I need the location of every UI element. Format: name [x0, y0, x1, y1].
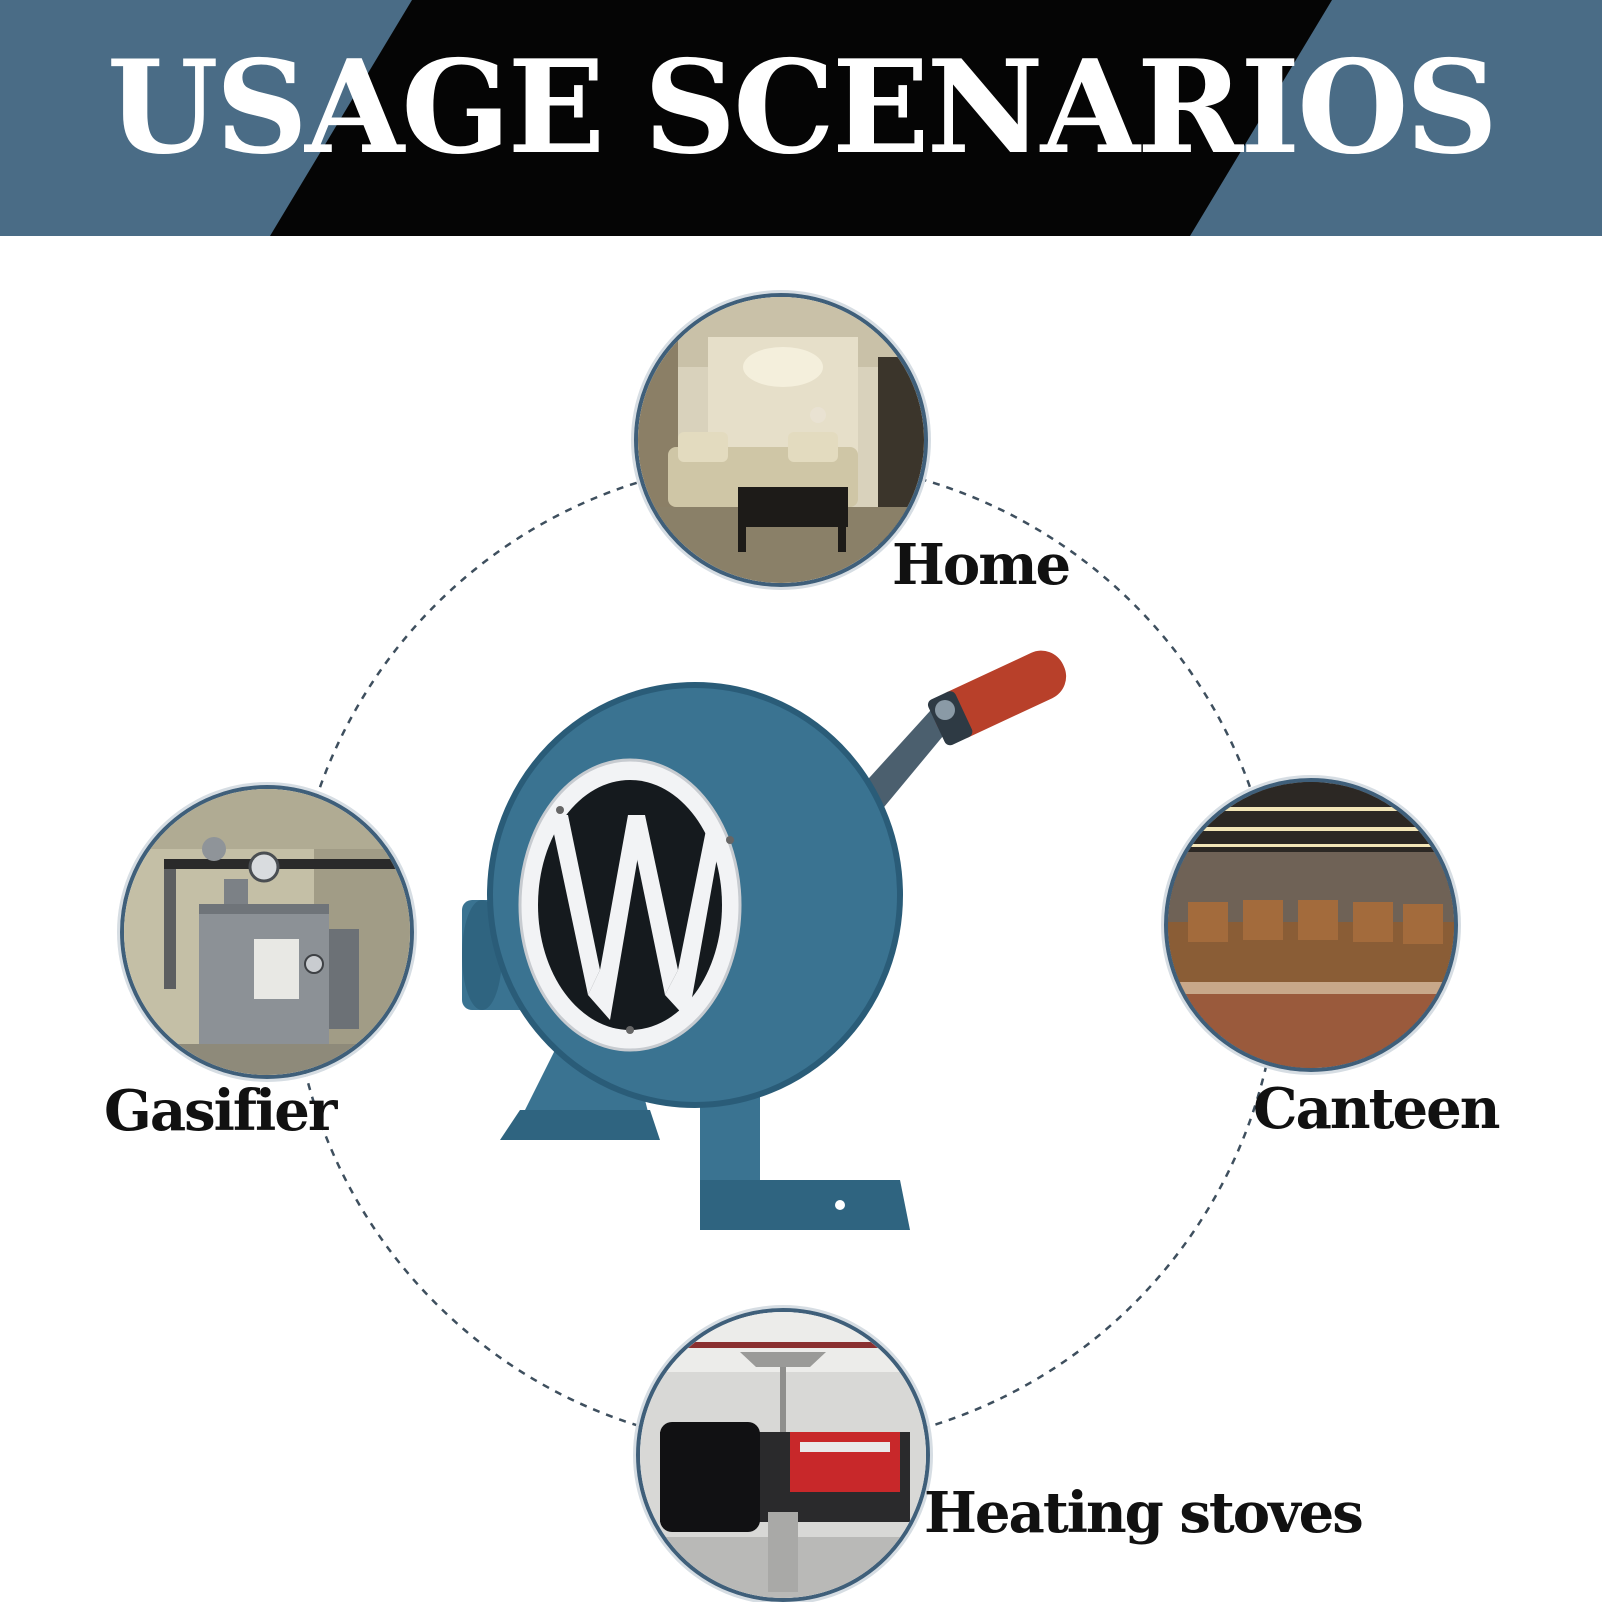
gasifier-picture — [124, 789, 410, 1075]
canteen-label: Canteen — [1253, 1076, 1500, 1142]
heating-stove-picture — [640, 1312, 926, 1598]
page-title: USAGE SCENARIOS — [106, 33, 1498, 183]
canteen-scene-image — [1164, 778, 1458, 1072]
home-label: Home — [892, 532, 1071, 598]
gasifier-label: Gasifier — [104, 1078, 337, 1144]
hand-crank-blower-image — [462, 650, 1067, 1230]
heating-stoves-label: Heating stoves — [924, 1480, 1364, 1546]
home-scene-image — [634, 293, 928, 587]
banner-background — [0, 0, 1602, 236]
gasifier-scene-image — [120, 785, 414, 1079]
living-room-picture — [638, 297, 924, 583]
heating-stoves-scene-image — [636, 1308, 930, 1602]
title-banner: USAGE SCENARIOS — [0, 0, 1602, 236]
canteen-picture — [1168, 782, 1454, 1068]
